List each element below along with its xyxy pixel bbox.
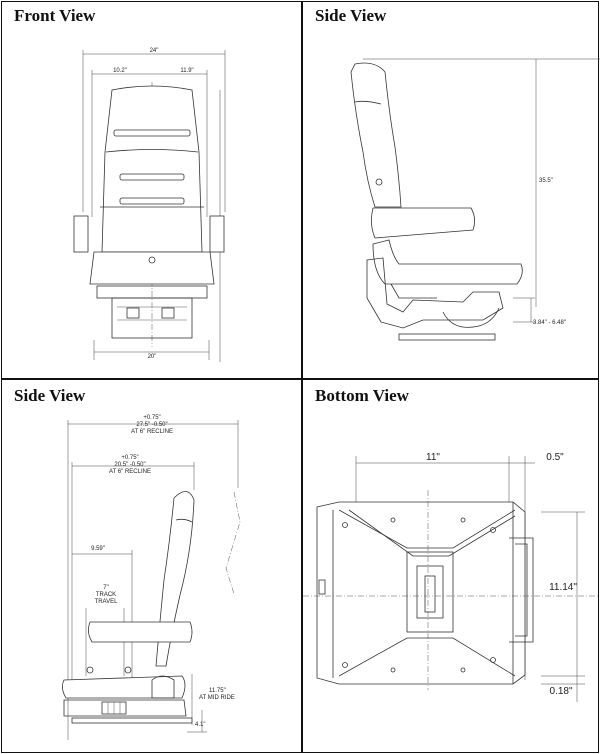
side-suspension-frame [366,257,504,329]
track-travel-word-1: TRACK [96,592,116,598]
front-overall-width-label: 24" [150,48,159,54]
side-ride-range-label: 3.84" - 6.48" [533,320,566,326]
side-bottom-cushion [62,675,186,699]
outer-depth-tol-plus: +0.75" [143,415,160,421]
ride-height-value: 11.75" [209,688,226,694]
front-view-panel: Front View 24" 10.2" 11.9" [1,1,302,379]
outer-depth-value: 27.5" -0.50" [136,422,167,428]
side-seat-cushion [372,239,523,285]
side-height-label: 35.5" [539,178,553,184]
front-seat-cushion [89,251,215,285]
side-bottom-armrest [88,621,193,643]
front-right-width-label: 11.9" [180,68,193,74]
foot-height-label: 4.1" [195,722,205,728]
front-view-drawing: 24" 10.2" 11.9" [73,48,226,362]
front-base-width-label: 20" [148,354,157,360]
bottom-view-title: Bottom View [315,386,409,405]
ride-height-note: AT MID RIDE [199,695,235,701]
front-left-armrest [73,215,89,253]
front-backrest [101,85,203,253]
track-travel-word-2: TRAVEL [95,599,119,605]
side-backrest [350,62,402,208]
side-view-top-title: Side View [315,6,387,25]
bottom-center-mechanism [406,551,454,633]
inner-depth-note: AT 6" RECLINE [109,469,151,475]
side-bottom-suspension [63,699,187,717]
bottom-length-label: 11.14" [549,582,577,593]
side-view-top-drawing: 35.5" 3.84" - 6.48" [350,58,600,341]
side-view-bottom-title: Side View [14,386,86,405]
inner-depth-value: 20.5" -0.50" [114,462,145,468]
side-armrest [371,207,475,239]
outer-depth-note: AT 6" RECLINE [131,429,173,435]
front-lumbar-strap-top [113,129,191,137]
bottom-edge-label: 0.18" [549,686,572,697]
inner-depth-tol-plus: +0.75" [121,455,138,461]
bottom-width-label: 11" [426,452,440,463]
front-left-width-label: 10.2" [113,68,127,74]
side-base-rail [398,333,496,341]
track-travel-value: 7" [103,585,108,591]
side-view-bottom-panel: Side View +0.75" 27.5" -0.50" AT 6" RECL… [1,379,302,753]
side-view-top-panel: Side View 35.5" 3.84" - 6.48" [302,1,600,379]
seat-depth-label: 9.59" [91,546,105,552]
bottom-view-panel: Bottom View 11" 0.5" [302,379,600,753]
front-right-armrest [209,215,225,253]
bottom-view-drawing: 11" 0.5" [303,452,600,702]
bottom-offset-label: 0.5" [546,452,564,463]
front-view-title: Front View [14,6,96,25]
side-view-bottom-drawing: +0.75" 27.5" -0.50" AT 6" RECLINE +0.75"… [62,415,241,740]
bottom-base-plate [316,501,526,685]
